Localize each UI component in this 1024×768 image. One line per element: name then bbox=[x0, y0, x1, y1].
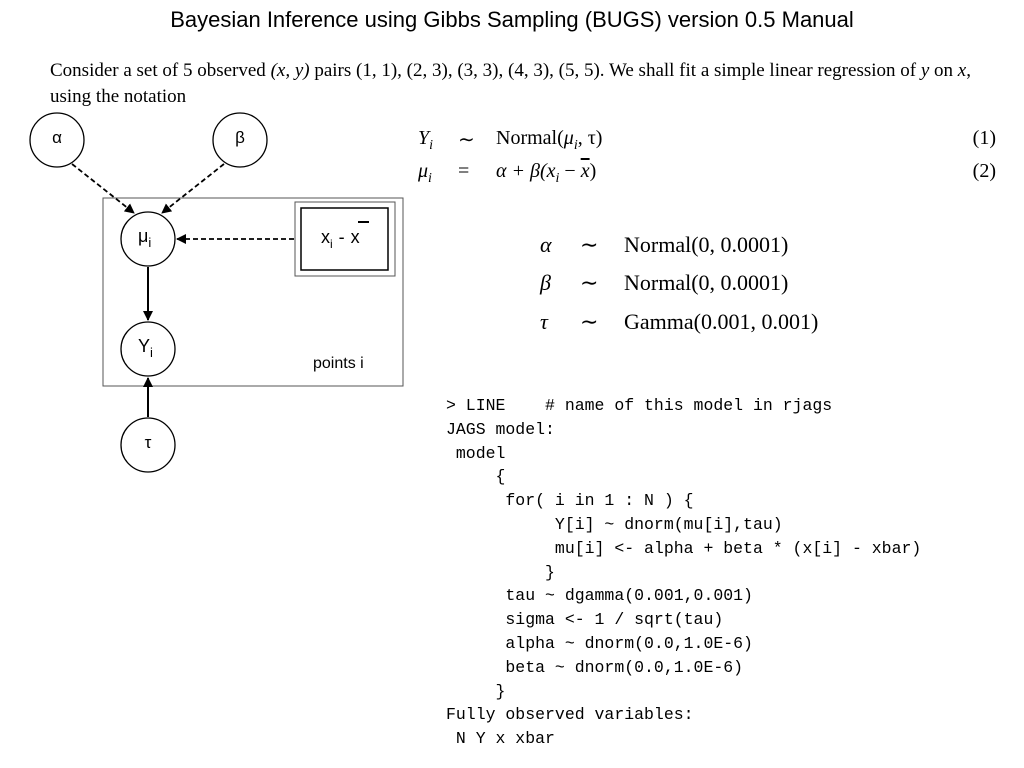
intro-paragraph: Consider a set of 5 observed (x, y) pair… bbox=[50, 58, 1010, 110]
equation-1-op: ∼ bbox=[458, 129, 475, 151]
intro-y-var: y bbox=[920, 60, 930, 81]
equation-2: μi = α + β(xi − x) bbox=[418, 160, 978, 188]
equation-2-op: = bbox=[458, 160, 470, 182]
prior-tau-rhs: Gamma(0.001, 0.001) bbox=[624, 309, 819, 334]
alpha-node-label: α bbox=[52, 128, 62, 147]
intro-part1: Consider a set of 5 observed bbox=[50, 60, 271, 81]
graphical-model-diagram: points i xi-x α β μi Yi τ bbox=[29, 112, 404, 473]
equation-1-lhs: Yi bbox=[418, 127, 434, 153]
code-line: } bbox=[446, 681, 506, 701]
y-node-label: Yi bbox=[138, 336, 153, 360]
code-line: } bbox=[446, 562, 555, 582]
intro-part4: , using the notation bbox=[50, 60, 971, 107]
code-line: mu[i] <- alpha + beta * (x[i] - xbar) bbox=[446, 538, 922, 558]
intro-part2: pairs (1, 1), (2, 3), (3, 3), (4, 3), (5… bbox=[309, 60, 921, 81]
equation-1-rhs: Normal(μi, τ) bbox=[496, 127, 603, 153]
covariate-box-outer bbox=[294, 201, 396, 277]
y-node bbox=[120, 321, 176, 377]
alpha-node bbox=[29, 112, 85, 168]
code-line: JAGS model: bbox=[446, 419, 555, 439]
prior-tau-lhs: τ bbox=[540, 309, 548, 334]
prior-alpha-op: ∼ bbox=[580, 232, 599, 257]
code-line: alpha ~ dnorm(0.0,1.0E-6) bbox=[446, 633, 753, 653]
covariate-label: xi-x bbox=[321, 227, 360, 251]
equation-2-lhs: μi bbox=[418, 160, 432, 186]
edge-alpha-to-mu bbox=[71, 163, 135, 214]
beta-node bbox=[212, 112, 268, 168]
plate-box bbox=[102, 197, 404, 387]
intro-part3: on bbox=[929, 60, 958, 81]
intro-pair-var: (x, y) bbox=[270, 60, 310, 81]
code-line: beta ~ dnorm(0.0,1.0E-6) bbox=[446, 657, 744, 677]
mu-node-label: μi bbox=[138, 226, 151, 250]
prior-alpha-lhs: α bbox=[540, 232, 552, 257]
equation-2-number: (2) bbox=[972, 160, 996, 182]
prior-beta-lhs: β bbox=[540, 270, 551, 295]
code-line: > LINE # name of this model in rjags bbox=[446, 396, 833, 415]
code-line: tau ~ dgamma(0.001,0.001) bbox=[446, 586, 753, 606]
tau-node bbox=[120, 417, 176, 473]
mu-node bbox=[120, 211, 176, 267]
prior-alpha-rhs: Normal(0, 0.0001) bbox=[624, 232, 789, 257]
tau-node-label: τ bbox=[145, 433, 152, 452]
intro-x-var: x bbox=[957, 60, 967, 81]
prior-beta-rhs: Normal(0, 0.0001) bbox=[624, 270, 789, 295]
equation-1: Yi ∼ Normal(μi, τ) bbox=[418, 127, 978, 155]
beta-node-label: β bbox=[235, 128, 245, 147]
code-line: model bbox=[446, 443, 506, 463]
prior-tau-op: ∼ bbox=[580, 309, 599, 334]
code-line: { bbox=[446, 467, 506, 487]
equation-1-number: (1) bbox=[972, 127, 996, 149]
edge-beta-to-mu bbox=[161, 163, 225, 214]
code-line: N Y x xbar bbox=[446, 729, 555, 749]
equation-2-rhs: α + β(xi − x) bbox=[496, 160, 597, 186]
code-line: sigma <- 1 / sqrt(tau) bbox=[446, 610, 724, 630]
page-title: Bayesian Inference using Gibbs Sampling … bbox=[170, 7, 854, 32]
plate-label: points i bbox=[313, 355, 364, 372]
covariate-box-inner bbox=[300, 207, 389, 271]
code-line: Fully observed variables: bbox=[446, 705, 694, 725]
prior-beta-op: ∼ bbox=[580, 270, 599, 295]
code-line: for( i in 1 : N ) { bbox=[446, 491, 694, 511]
code-line: Y[i] ~ dnorm(mu[i],tau) bbox=[446, 514, 783, 534]
